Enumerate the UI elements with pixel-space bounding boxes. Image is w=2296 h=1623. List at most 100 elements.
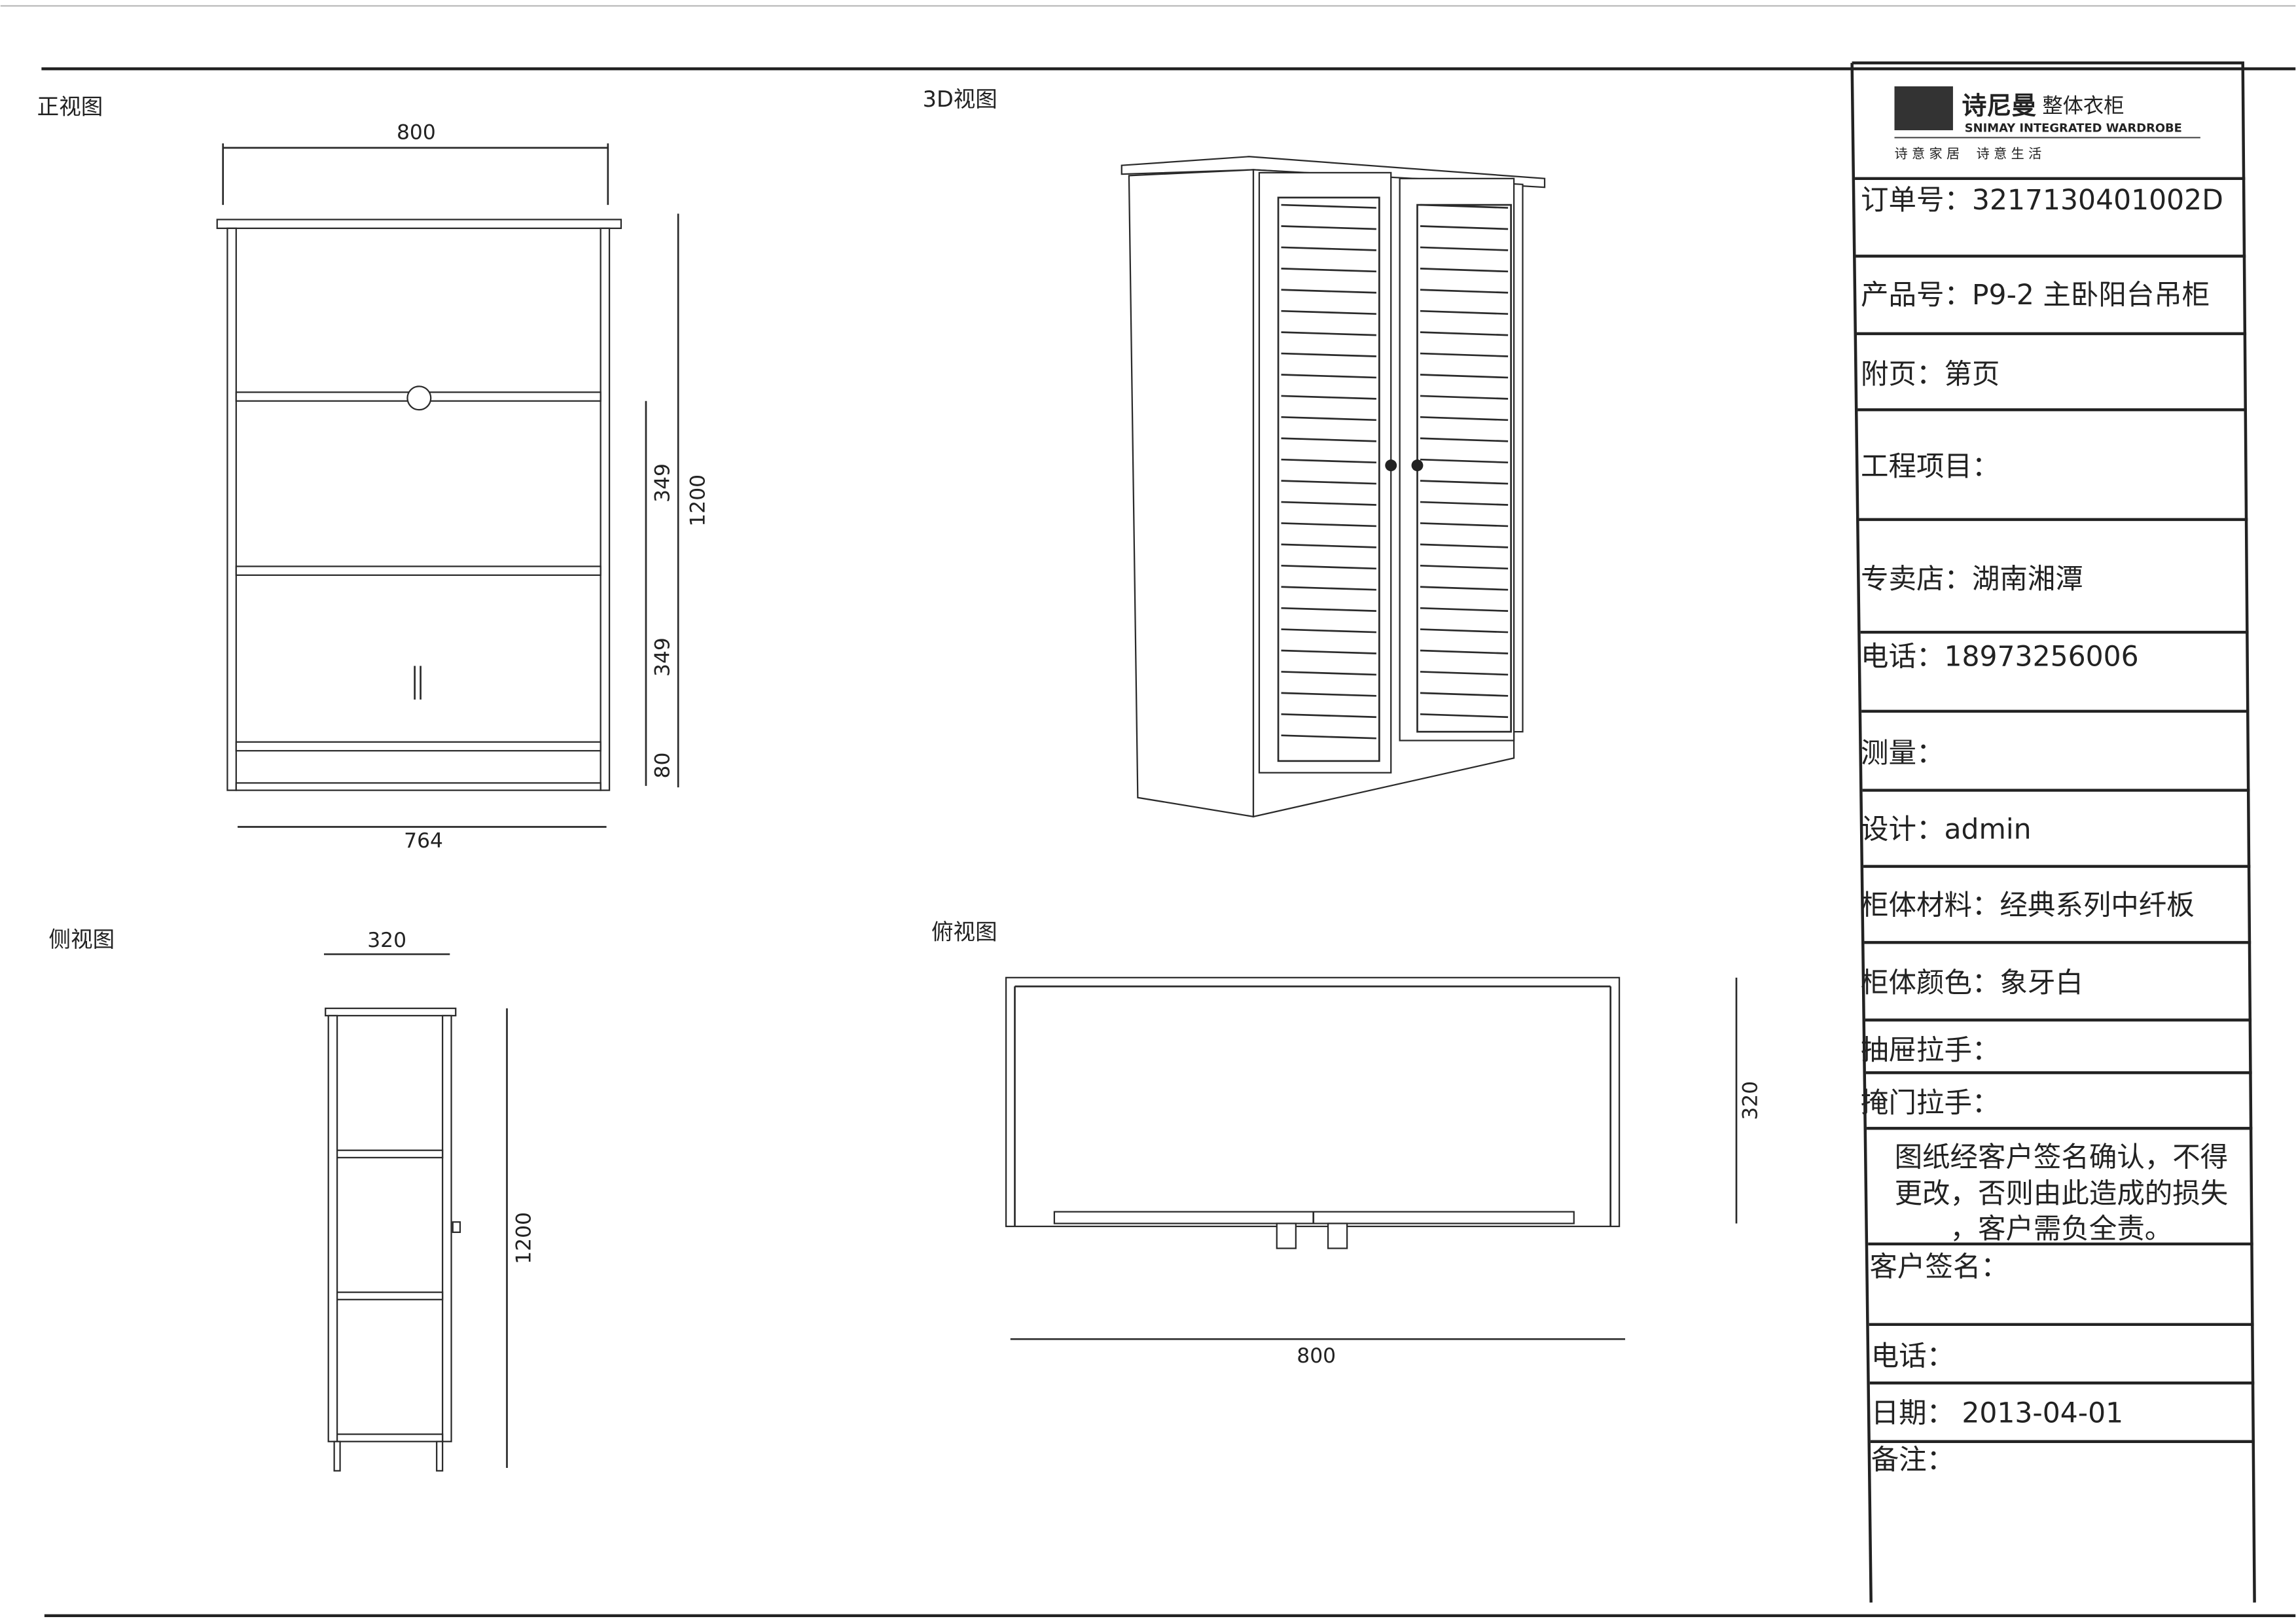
louver-slat xyxy=(1281,352,1376,357)
dim-base: 80 xyxy=(651,753,675,779)
louvers xyxy=(1277,196,1512,762)
louver-slat xyxy=(1281,268,1376,273)
louver-slat xyxy=(1420,649,1509,654)
louver-slat xyxy=(1420,501,1509,506)
louver-slat xyxy=(1420,713,1509,719)
row-label: 电话： xyxy=(1861,641,1944,673)
louver-slat xyxy=(1420,458,1509,463)
louver-slat xyxy=(1420,331,1509,336)
dim-depth: 320 xyxy=(1738,1081,1762,1120)
title-row: 产品号：P9-2 主卧阳台吊柜 xyxy=(1861,279,2210,312)
title-block-frame xyxy=(1852,61,2256,1603)
shelf xyxy=(235,565,601,576)
louver-slat xyxy=(1281,734,1376,740)
row-label: 附页： xyxy=(1861,359,1944,391)
dim-depth: 320 xyxy=(367,929,406,952)
carcass-outline xyxy=(1005,976,1621,1228)
handle xyxy=(1276,1222,1297,1249)
dim-width-bottom: 764 xyxy=(404,829,443,853)
back-panel xyxy=(327,1014,338,1442)
louver-slat xyxy=(1281,607,1376,612)
leg xyxy=(436,1440,444,1472)
dim-shelf1: 349 xyxy=(651,463,675,503)
top-slab xyxy=(325,1007,457,1017)
top-view: 俯视图 320 800 xyxy=(931,919,1762,1368)
title-row: 柜体材料：经典系列中纤板 xyxy=(1861,890,2195,922)
right-side-panel xyxy=(600,227,611,791)
title-rows: 订单号：3217130401002D 产品号：P9-2 主卧阳台吊柜附页：第页工程… xyxy=(1861,185,2223,1120)
louver-slat xyxy=(1281,374,1376,379)
louver-slat xyxy=(1281,692,1376,697)
left-side-panel xyxy=(226,227,237,791)
louver-slat xyxy=(1281,331,1376,336)
front-view: 正视图 800 1200 349 349 80 764 xyxy=(37,94,710,852)
remarks-label: 备注： xyxy=(1871,1444,1954,1476)
louver-slat xyxy=(1281,416,1376,421)
louver-slat xyxy=(1281,628,1376,633)
louver-slat xyxy=(1420,543,1509,548)
row-label: 设计： xyxy=(1861,813,1944,846)
door-knob xyxy=(1385,459,1397,472)
louver-slat xyxy=(1281,310,1376,315)
title-row: 掩门拉手： xyxy=(1861,1088,2000,1120)
louver-slat xyxy=(1281,713,1376,719)
louver-slat xyxy=(1420,310,1509,315)
louver-slat xyxy=(1420,225,1509,230)
louver-slat xyxy=(1281,458,1376,463)
title-row: 抽屉拉手： xyxy=(1861,1035,2000,1067)
louver-slat xyxy=(1420,268,1509,273)
row-value: 3217130401002D xyxy=(1972,185,2223,217)
logo-english: SNIMAY INTEGRATED WARDROBE xyxy=(1965,121,2182,135)
row-label: 工程项目： xyxy=(1861,451,2000,483)
louver-slat xyxy=(1420,586,1509,591)
row-label: 柜体材料： xyxy=(1861,890,2000,922)
louver-slat xyxy=(1420,522,1509,527)
date-value: 2013-04-01 xyxy=(1962,1398,2123,1430)
title-row: 附页：第页 xyxy=(1861,359,2000,391)
notice-line: 更改，否则由此造成的损失 xyxy=(1895,1178,2229,1210)
row-label: 专卖店： xyxy=(1861,563,1972,596)
door-knob xyxy=(1411,459,1424,472)
row-label: 柜体颜色： xyxy=(1861,967,2000,999)
row-value: 象牙白 xyxy=(2000,967,2083,999)
handle xyxy=(452,1221,461,1234)
front-view-label: 正视图 xyxy=(37,94,103,119)
row-value: 第页 xyxy=(1944,359,2000,391)
bottom-panel xyxy=(336,1433,444,1442)
title-row: 订单号：3217130401002D xyxy=(1861,185,2223,217)
row-value: P9-2 主卧阳台吊柜 xyxy=(1972,279,2210,312)
louver-slat xyxy=(1420,374,1509,379)
side-view-label: 侧视图 xyxy=(49,927,115,952)
side-view: 侧视图 320 1200 xyxy=(49,927,535,1472)
row-dividers xyxy=(1855,177,2255,1443)
louver-slat xyxy=(1281,564,1376,570)
row-label: 测量： xyxy=(1861,738,1944,770)
phone-label: 电话： xyxy=(1871,1340,1954,1372)
row-label: 订单号： xyxy=(1861,185,1972,217)
bottom-panel xyxy=(235,782,601,791)
title-row: 工程项目： xyxy=(1861,451,2000,483)
notice-line: 图纸经客户签名确认，不得 xyxy=(1895,1141,2229,1173)
louver-slat xyxy=(1281,289,1376,294)
title-row: 电话：18973256006 xyxy=(1861,641,2139,673)
cable-hole xyxy=(406,385,432,411)
louver-slat xyxy=(1281,395,1376,400)
row-label: 掩门拉手： xyxy=(1861,1088,2000,1120)
louver-slat xyxy=(1281,522,1376,527)
title-row: 测量： xyxy=(1861,738,1944,770)
louver-slat xyxy=(1420,607,1509,612)
louver-slat xyxy=(1420,564,1509,570)
logo: 诗尼曼 整体衣柜 SNIMAY INTEGRATED WARDROBE 诗 意 … xyxy=(1894,86,2200,162)
louver-slat xyxy=(1281,204,1376,209)
louver-slat xyxy=(1281,586,1376,591)
dim-height: 1200 xyxy=(686,474,709,527)
logo-subtitle: 整体衣柜 xyxy=(2042,94,2124,118)
perspective-view: 3D视图 xyxy=(923,86,1546,818)
row-value: 18973256006 xyxy=(1944,641,2138,673)
shelf xyxy=(336,1291,444,1300)
louver-slat xyxy=(1281,543,1376,548)
notice-line: ，客户需负全责。 xyxy=(1950,1213,2173,1245)
row-value: 经典系列中纤板 xyxy=(2000,890,2194,922)
title-row: 设计：admin xyxy=(1861,813,2032,846)
logo-brand: 诗尼曼 xyxy=(1962,91,2036,120)
